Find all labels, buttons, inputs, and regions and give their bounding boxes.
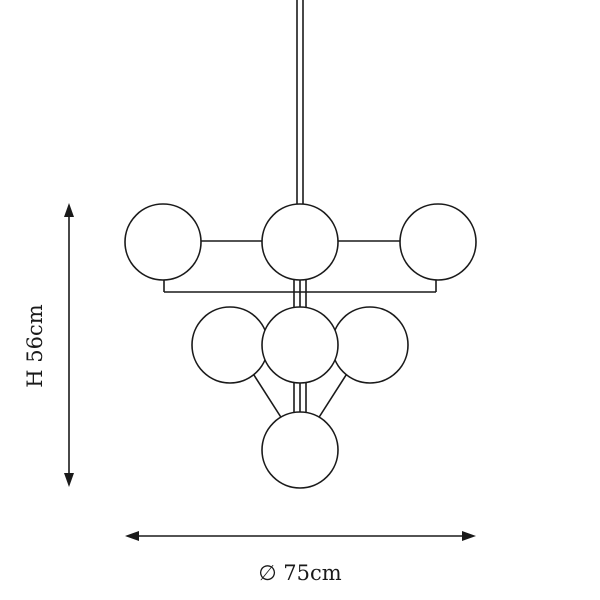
suspension-rod: [296, 0, 304, 205]
lower-tier-arms: [251, 371, 349, 423]
globe-top-left: [124, 203, 202, 281]
height-label: H 56cm: [23, 304, 47, 387]
globe-top-right: [399, 203, 477, 281]
globe-middle-right: [331, 306, 409, 384]
globe-top-center: [261, 203, 339, 281]
width-dimension-arrow: [125, 531, 476, 541]
globe-middle-center: [261, 306, 339, 384]
globe-bottom: [261, 411, 339, 489]
diameter-label: ∅ 75cm: [258, 561, 341, 585]
height-dimension-arrow: [64, 203, 74, 487]
globe-middle-left: [191, 306, 269, 384]
